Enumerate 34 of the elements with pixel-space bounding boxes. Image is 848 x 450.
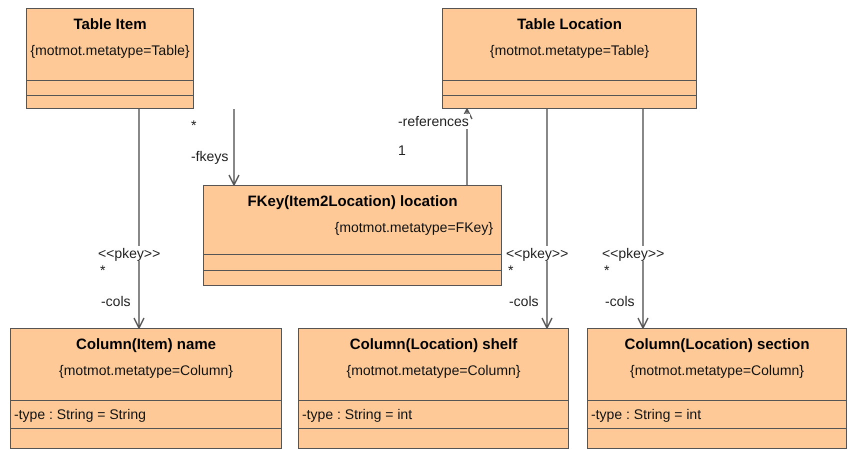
role-label: -cols: [604, 294, 636, 309]
role-label: -references: [397, 114, 470, 129]
stereotype-tag: {motmot.metatype=Table}: [30, 42, 190, 58]
role-label: -cols: [508, 294, 540, 309]
association-arrow: [228, 109, 240, 186]
attribute-text: -type : String = String: [14, 406, 146, 422]
stereotype-tag: {motmot.metatype=Column}: [630, 362, 804, 378]
class-box: [587, 328, 847, 449]
stereotype-tag: {motmot.metatype=FKey}: [334, 219, 493, 235]
attribute-text: -type : String = int: [591, 406, 702, 422]
role-label: 1: [397, 143, 407, 158]
stereotype-tag: {motmot.metatype=Table}: [490, 42, 650, 58]
association-arrow: [133, 109, 145, 329]
stereotype-tag: {motmot.metatype=Column}: [59, 362, 233, 378]
class-name: FKey(Item2Location) location: [246, 193, 459, 210]
class-box: [298, 328, 569, 449]
class-name: Column(Item) name: [74, 336, 217, 353]
role-label: -fkeys: [190, 149, 230, 164]
attribute-text: -type : String = int: [302, 406, 412, 422]
class-box: [203, 185, 502, 286]
class-name: Column(Location) section: [624, 336, 810, 353]
class-name: Column(Location) shelf: [348, 336, 518, 353]
role-label: <<pkey>>: [505, 246, 570, 261]
association-arrow: [541, 109, 553, 329]
class-box: [442, 8, 697, 109]
association-arrow: [637, 109, 649, 329]
stereotype-tag: {motmot.metatype=Column}: [346, 362, 520, 378]
role-label: <<pkey>>: [97, 246, 162, 261]
role-label: <<pkey>>: [601, 246, 666, 261]
role-label: -cols: [100, 294, 132, 309]
class-name: Table Location: [516, 16, 623, 33]
class-box: [26, 8, 194, 109]
class-name: Table Item: [72, 16, 148, 33]
class-box: [10, 328, 282, 449]
